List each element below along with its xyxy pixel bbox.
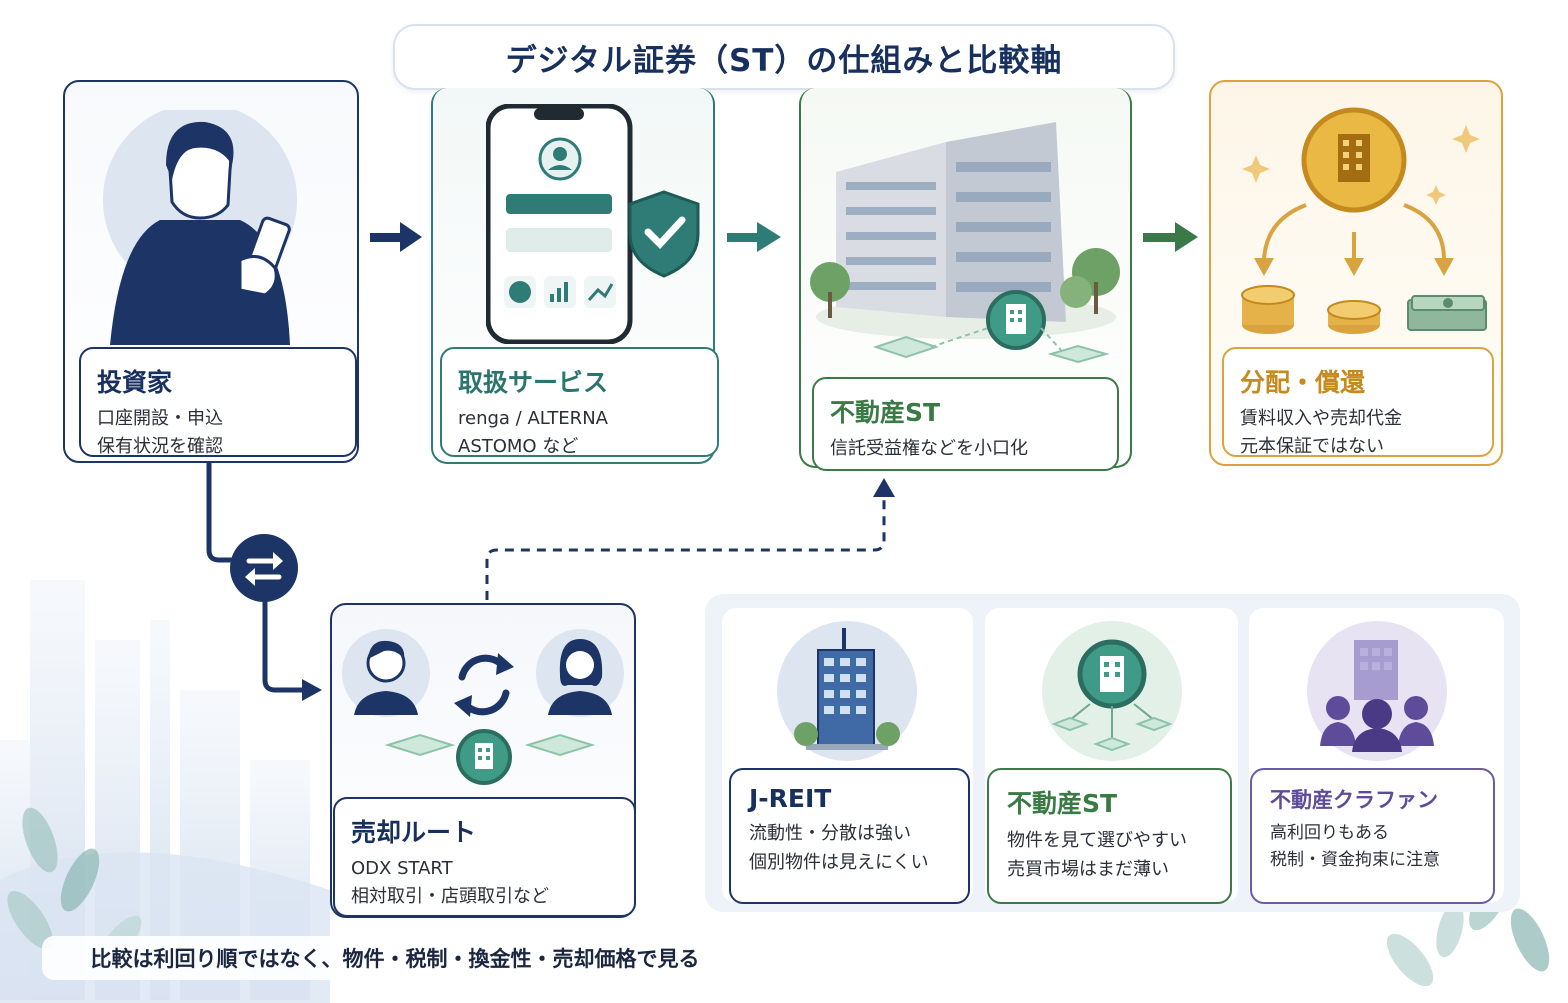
arrow-sale-to-st-dashed (485, 478, 895, 600)
realestate-st-compare-line-2: 売買市場はまだ薄い (1007, 859, 1169, 880)
token-coin-icon (1077, 639, 1147, 709)
realestate-st-compare-line-1: 物件を見て選びやすい (1007, 830, 1187, 851)
realestate-st-title: 不動産ST (830, 398, 941, 427)
dividend-line-1: 賃料収入や売却代金 (1240, 408, 1402, 429)
exchange-arrows-icon (230, 534, 298, 602)
service-line-2: ASTOMO など (458, 436, 579, 457)
footer-text: 比較は利回り順ではなく、物件・税制・換金性・売却価格で見る (90, 947, 700, 971)
arrow-investor-to-service (370, 222, 422, 252)
sale-route-title: 売却ルート (351, 818, 477, 847)
service-title: 取扱サービス (458, 368, 609, 397)
realestate-st-compare-title: 不動産ST (1007, 789, 1118, 818)
investor-phone-icon (103, 110, 297, 345)
building-icon (810, 122, 1120, 364)
coin-distribution-icon (1241, 107, 1487, 334)
cash-bundle-icon (1407, 295, 1487, 331)
jreit-line-1: 流動性・分散は強い (749, 823, 911, 844)
crowdfunding-line-2: 税制・資金拘束に注意 (1270, 850, 1440, 870)
dividend-title: 分配・償還 (1240, 368, 1366, 397)
peer-trade-icon (342, 629, 624, 785)
realestate-st-compare-label: 不動産ST 物件を見て選びやすい 売買市場はまだ薄い (987, 768, 1232, 904)
token-coin-icon (456, 729, 512, 785)
sale-route-line-2: 相対取引・店頭取引など (351, 886, 549, 907)
investor-label: 投資家 口座開設・申込 保有状況を確認 (79, 347, 357, 457)
footer-note: 比較は利回り順ではなく、物件・税制・換金性・売却価格で見る (42, 936, 748, 980)
arrow-service-to-st (727, 222, 781, 252)
service-line-1: renga / ALTERNA (458, 408, 608, 429)
crowdfunding-line-1: 高利回りもある (1270, 823, 1389, 843)
coin-stack-icon (1241, 285, 1381, 334)
arrow-st-to-dividend (1143, 222, 1198, 252)
investor-title: 投資家 (97, 368, 173, 397)
title-banner: デジタル証券（ST）の仕組みと比較軸 (393, 24, 1175, 90)
jreit-line-2: 個別物件は見えにくい (749, 852, 929, 873)
realestate-st-line-1: 信託受益権などを小口化 (830, 438, 1028, 459)
token-network-icon (1042, 621, 1182, 761)
smartphone-app-icon (486, 104, 700, 344)
token-coin-icon (1301, 107, 1407, 213)
dividend-label: 分配・償還 賃料収入や売却代金 元本保証ではない (1222, 347, 1494, 457)
page-title: デジタル証券（ST）の仕組みと比較軸 (505, 42, 1063, 79)
building-icon (777, 621, 917, 761)
sale-route-label: 売却ルート ODX START 相対取引・店頭取引など (333, 797, 636, 917)
investor-line-1: 口座開設・申込 (97, 408, 223, 429)
crowdfunding-label: 不動産クラファン 高利回りもある 税制・資金拘束に注意 (1250, 768, 1495, 904)
service-label: 取扱サービス renga / ALTERNA ASTOMO など (440, 347, 719, 457)
sale-route-line-1: ODX START (351, 858, 453, 879)
realestate-st-label: 不動産ST 信託受益権などを小口化 (812, 377, 1119, 471)
token-coin-icon (986, 290, 1046, 350)
jreit-title: J-REIT (749, 784, 832, 813)
people-group-icon (1307, 621, 1447, 761)
crowdfunding-title: 不動産クラファン (1270, 788, 1438, 812)
jreit-label: J-REIT 流動性・分散は強い 個別物件は見えにくい (729, 768, 970, 904)
dividend-line-2: 元本保証ではない (1240, 436, 1384, 457)
investor-line-2: 保有状況を確認 (97, 436, 223, 457)
